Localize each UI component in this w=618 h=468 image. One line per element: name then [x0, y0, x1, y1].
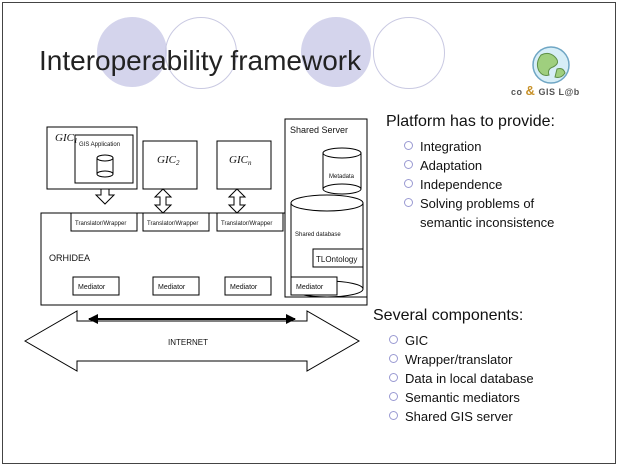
shared-server-label: Shared Server: [290, 125, 348, 135]
gic1-db-icon: [96, 154, 114, 178]
component-item: Semantic mediators: [389, 388, 534, 407]
decor-circle-1: [97, 17, 167, 87]
mediator-label-1: Mediator: [78, 284, 106, 291]
component-item: Data in local database: [389, 369, 534, 388]
svg-text:GIC2: GIC2: [157, 154, 180, 167]
platform-item: Adaptation: [404, 156, 554, 175]
bullet-icon: [389, 392, 398, 401]
gic2-box: [142, 140, 198, 190]
bullet-icon: [404, 160, 413, 169]
gicn-label: GIC: [229, 154, 249, 166]
shared-server-box: [284, 118, 368, 298]
svg-text:GIC1: GIC1: [55, 132, 77, 145]
components-heading: Several components:: [373, 307, 524, 324]
bullet-icon: [404, 198, 413, 207]
components-list: GIC Wrapper/translator Data in local dat…: [389, 331, 534, 426]
decor-circle-3: [301, 17, 371, 87]
mediator-label-3: Mediator: [230, 284, 258, 291]
internet-arrow: [23, 310, 361, 372]
mediator-label-4: Mediator: [296, 284, 324, 291]
gis-app-label: GIS Application: [79, 142, 120, 148]
platform-heading: Platform has to provide:: [386, 113, 555, 130]
orhidea-label: ORHIDEA: [49, 253, 90, 263]
translator-label-3: Translator/Wrapper: [221, 221, 272, 227]
translator-label-2: Translator/Wrapper: [147, 221, 198, 227]
platform-item: Solving problems of: [404, 194, 554, 213]
internet-label: INTERNET: [168, 338, 208, 347]
bullet-icon: [404, 141, 413, 150]
tlontology-label: TLOntology: [316, 255, 357, 264]
gic1-label: GIC: [55, 132, 75, 144]
bullet-icon: [389, 373, 398, 382]
bullet-icon: [404, 179, 413, 188]
mediator-box-1: [72, 276, 120, 296]
mediator-box-4: [290, 276, 338, 296]
gic2-sub: 2: [176, 159, 180, 167]
component-item: GIC: [389, 331, 534, 350]
mediator-label-2: Mediator: [158, 284, 186, 291]
logo-text: co & GIS L@b: [511, 83, 580, 98]
platform-item-cont: semantic inconsistence: [420, 215, 555, 230]
translator-box-3: [216, 212, 284, 232]
shared-db-label: Shared database: [295, 232, 341, 238]
globe-icon: [532, 46, 570, 84]
logo-amp: &: [525, 83, 536, 98]
component-item: Wrapper/translator: [389, 350, 534, 369]
metadata-label: Metadata: [329, 174, 355, 180]
decor-circle-2: [165, 17, 237, 89]
gicn-arrow: [227, 188, 247, 214]
gic1-box: [46, 126, 138, 190]
tlontology-box: [312, 248, 364, 268]
component-item: Shared GIS server: [389, 407, 534, 426]
slide-title: Interoperability framework: [39, 45, 362, 76]
shared-db-icon: [290, 194, 364, 298]
gic2-label: GIC: [157, 154, 177, 166]
logo-right: GIS L@b: [538, 87, 580, 97]
bullet-icon: [389, 354, 398, 363]
mediator-box-2: [152, 276, 200, 296]
translator-label-1: Translator/Wrapper: [75, 221, 126, 227]
platform-item: Independence: [404, 175, 554, 194]
translator-box-2: [142, 212, 210, 232]
translator-box-1: [70, 212, 138, 232]
bullet-icon: [389, 335, 398, 344]
decor-circle-4: [373, 17, 445, 89]
gicn-box: [216, 140, 272, 190]
platform-list: Integration Adaptation Independence Solv…: [404, 137, 554, 232]
gic1-arrow: [94, 188, 116, 205]
gic1-sub: 1: [74, 137, 78, 145]
platform-item: Integration: [404, 137, 554, 156]
svg-text:GICn: GICn: [229, 154, 252, 167]
orhidea-box: [40, 212, 368, 306]
mediator-box-3: [224, 276, 272, 296]
gic2-arrow: [153, 188, 173, 214]
metadata-db-icon: [322, 147, 362, 195]
logo-left: co: [511, 87, 523, 97]
gicn-sub: n: [248, 159, 252, 167]
cogis-lab-logo: co & GIS L@b: [511, 43, 615, 105]
bullet-icon: [389, 411, 398, 420]
gis-app-box: [74, 134, 134, 184]
